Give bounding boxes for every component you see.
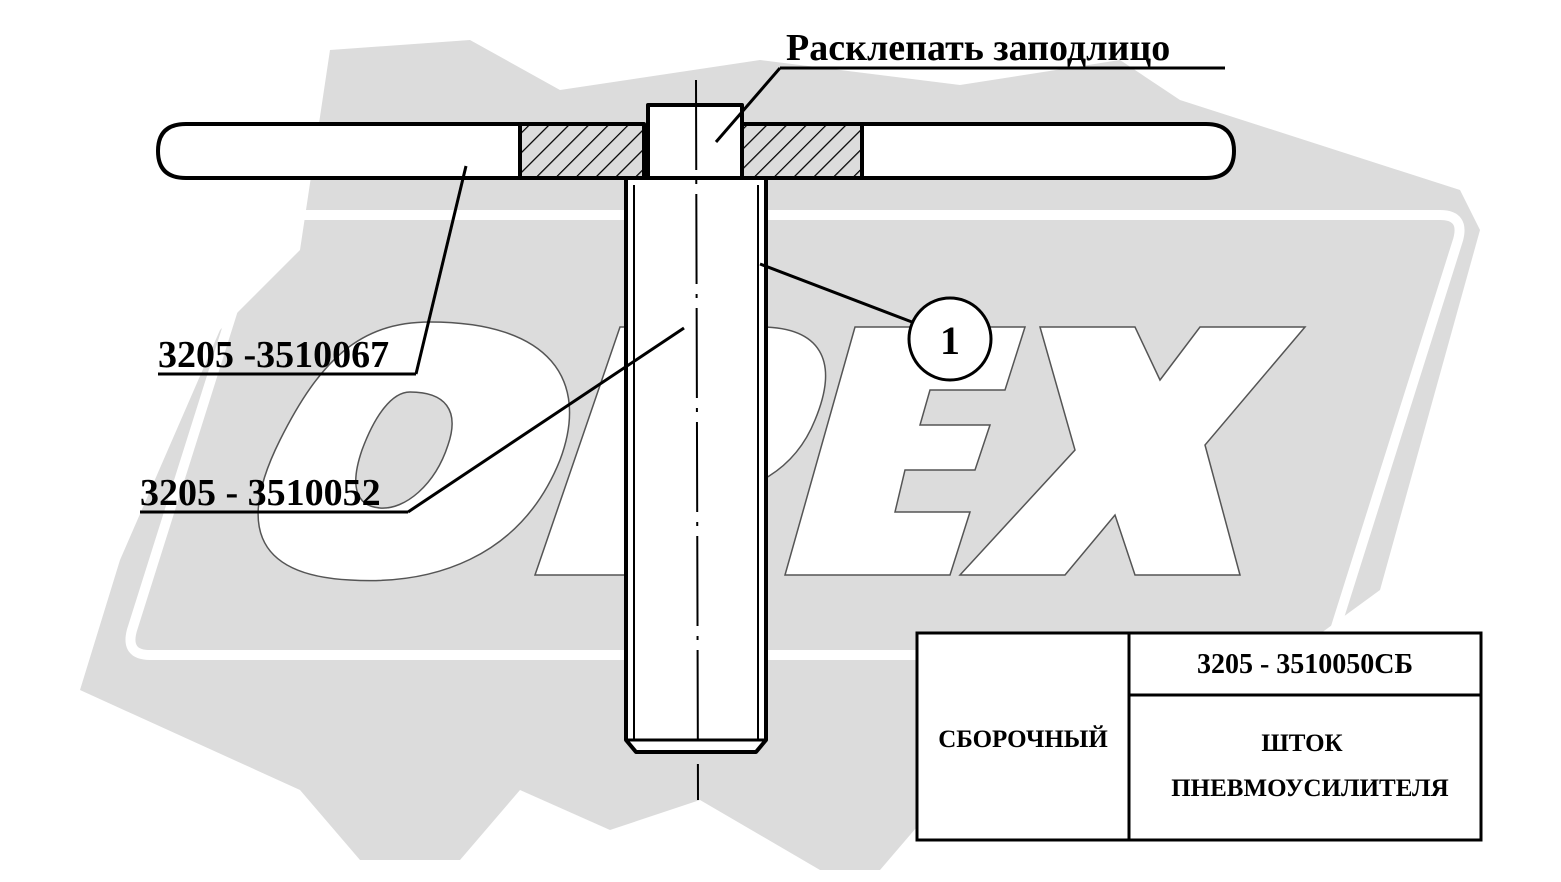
handle-label-leader: [414, 165, 468, 375]
watermark-letter-x: [958, 326, 1307, 576]
title-block-name-line1: ШТОК: [1261, 730, 1342, 757]
leaders: [140, 66, 1225, 514]
handle-bar-left: [156, 122, 520, 180]
pin-head: [646, 103, 744, 178]
handle-section-right-hatch: [740, 122, 864, 180]
title-block-doc-type: СБОРОЧНЫЙ: [938, 725, 1108, 753]
title-block-frame: [915, 631, 1483, 842]
balloon-number: 1: [940, 318, 960, 363]
pin-part-number: 3205 - 3510052: [140, 472, 381, 514]
title-block-drawing-number: 3205 - 3510050СБ: [1197, 649, 1413, 680]
pin-label-leader: [407, 326, 685, 514]
title-block: СБОРОЧНЫЙ 3205 - 3510050СБ ШТОК ПНЕВМОУС…: [915, 631, 1483, 842]
watermark-letter-o: [257, 321, 571, 582]
assembly-drawing: [156, 79, 1236, 801]
balloon-leader: [759, 262, 913, 324]
rivet-note-text: Расклепать заподлицо: [786, 27, 1170, 69]
rivet-note-leader: [714, 67, 782, 143]
handle-part-number: 3205 -3510067: [158, 334, 389, 376]
title-block-name-line2: ПНЕВМОУСИЛИТЕЛЯ: [1171, 775, 1449, 802]
handle-bar-right: [862, 122, 1236, 180]
watermark-letter-e: [784, 326, 1027, 576]
position-balloon: [907, 296, 993, 382]
centerline: [695, 79, 699, 801]
handle-section-left-hatch: [518, 122, 646, 180]
